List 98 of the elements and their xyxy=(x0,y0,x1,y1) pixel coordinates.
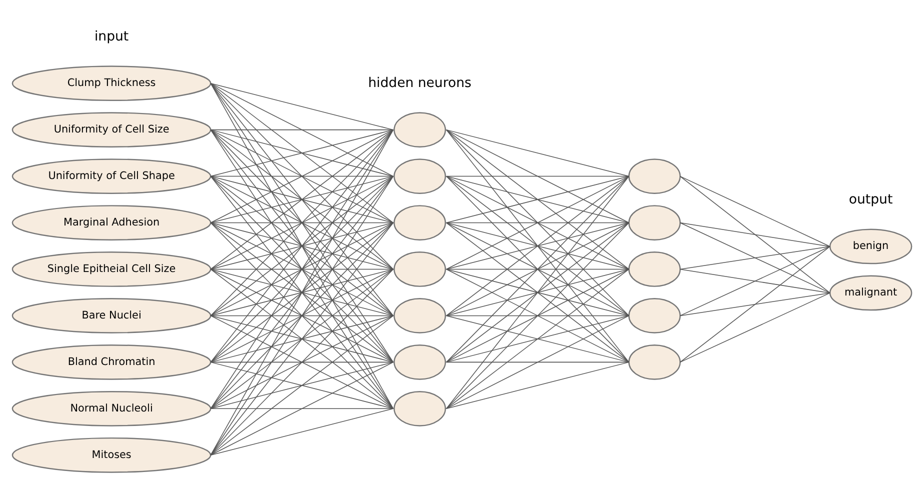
connector xyxy=(680,246,830,270)
connector xyxy=(210,82,394,130)
connector xyxy=(446,314,630,316)
connector xyxy=(446,175,630,223)
connector xyxy=(446,175,630,176)
connector xyxy=(680,222,830,246)
connector xyxy=(210,222,394,270)
connector xyxy=(210,128,394,316)
connector xyxy=(210,128,394,176)
node-ellipse: Marginal Adhesion xyxy=(12,204,212,240)
connector xyxy=(210,314,394,316)
node-circle xyxy=(394,251,446,286)
connector xyxy=(446,128,630,362)
connector xyxy=(210,314,394,409)
connector xyxy=(446,268,630,409)
node-circle xyxy=(628,298,681,333)
connector xyxy=(446,175,630,362)
connector xyxy=(210,128,394,130)
connector xyxy=(680,246,830,316)
connector xyxy=(210,175,394,409)
connector xyxy=(446,268,630,362)
connector xyxy=(680,292,830,316)
node-circle xyxy=(628,251,681,286)
connector xyxy=(210,268,394,456)
connector xyxy=(210,268,394,362)
connector xyxy=(210,82,394,176)
connector xyxy=(446,222,630,362)
connector xyxy=(210,361,394,409)
connector xyxy=(210,268,394,316)
connector xyxy=(210,175,394,223)
connector xyxy=(446,175,630,316)
node-ellipse: Normal Nucleoli xyxy=(12,390,212,426)
connector xyxy=(210,408,394,456)
node-circle xyxy=(394,390,446,426)
connector xyxy=(210,128,394,270)
connector xyxy=(446,222,630,270)
connector xyxy=(446,175,630,409)
connector xyxy=(210,128,394,223)
connector xyxy=(446,361,630,409)
node-ellipse: Uniformity of Cell Shape xyxy=(12,158,212,194)
node-circle xyxy=(628,204,681,240)
connector xyxy=(446,175,630,270)
connector xyxy=(210,361,394,362)
connector xyxy=(446,128,630,223)
connector xyxy=(210,82,394,223)
node-ellipse: Single Epitheial Cell Size xyxy=(12,251,212,286)
node-circle xyxy=(394,344,446,380)
node-ellipse: Bare Nuclei xyxy=(12,298,212,333)
connector xyxy=(210,222,394,316)
node-circle xyxy=(394,298,446,333)
connector xyxy=(210,222,394,362)
connector xyxy=(446,314,630,362)
node-ellipse: Uniformity of Cell Size xyxy=(12,112,212,147)
connector xyxy=(680,175,830,246)
connector xyxy=(210,82,394,316)
connector xyxy=(446,268,630,270)
connector xyxy=(210,175,394,362)
node-ellipse: Bland Chromatin xyxy=(12,344,212,380)
connector xyxy=(210,222,394,223)
connector xyxy=(210,175,394,270)
connector xyxy=(210,314,394,362)
node-circle xyxy=(628,158,681,194)
connector xyxy=(210,82,394,270)
connector xyxy=(446,361,630,362)
label: hidden neurons xyxy=(368,75,472,90)
connector xyxy=(446,314,630,409)
connector xyxy=(210,128,394,362)
connector xyxy=(210,175,394,176)
connector xyxy=(446,128,630,270)
connector xyxy=(680,222,830,293)
connector xyxy=(210,175,394,316)
node-circle xyxy=(628,344,681,380)
node-ellipse: Clump Thickness xyxy=(12,65,212,101)
connector xyxy=(446,222,630,316)
connector xyxy=(680,268,830,293)
label: output xyxy=(848,192,893,208)
connector xyxy=(210,361,394,456)
connector xyxy=(446,128,630,316)
connector xyxy=(446,222,630,223)
label: input xyxy=(94,28,129,44)
connector xyxy=(446,222,630,409)
node-ellipse: benign xyxy=(829,228,912,264)
connector xyxy=(446,128,630,176)
node-circle xyxy=(394,158,446,194)
connector xyxy=(210,268,394,409)
connector xyxy=(210,314,394,456)
connector xyxy=(210,268,394,270)
connector xyxy=(210,222,394,409)
connector xyxy=(680,175,830,293)
connector xyxy=(680,292,830,362)
node-circle xyxy=(394,204,446,240)
connector xyxy=(446,268,630,316)
connector xyxy=(210,408,394,409)
node-circle xyxy=(394,112,446,147)
node-ellipse: malignant xyxy=(829,274,912,310)
connector xyxy=(210,222,394,456)
connector xyxy=(680,246,830,362)
node-ellipse: Mitoses xyxy=(12,436,212,472)
